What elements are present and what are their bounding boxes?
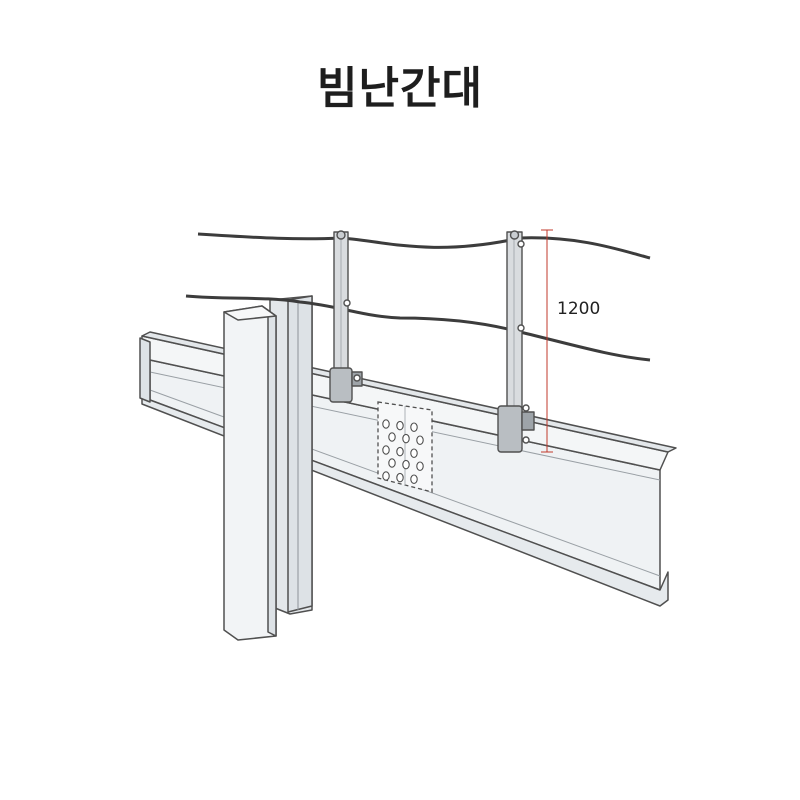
bolt — [382, 445, 390, 455]
bolt — [410, 448, 418, 458]
height-label: 1200 — [557, 299, 600, 319]
height-dimension: 1200 — [541, 229, 600, 453]
left-beam-clamp — [329, 367, 363, 403]
right-guardrail-post — [506, 230, 525, 417]
bolt-group — [382, 419, 424, 484]
left-guardrail-post — [333, 230, 351, 385]
upper-rope — [197, 232, 651, 260]
bolt — [402, 433, 410, 444]
lower-rope — [185, 294, 651, 362]
bolt — [382, 471, 390, 481]
bolt — [382, 419, 390, 429]
page-title: 빔난간대 — [317, 63, 483, 114]
bolt — [410, 474, 418, 484]
bolt — [388, 432, 396, 442]
bolt — [396, 446, 404, 457]
vertical-column — [223, 295, 313, 641]
bolt — [402, 459, 410, 470]
bolt — [396, 472, 404, 483]
bolt — [396, 420, 404, 431]
bolt — [388, 458, 396, 468]
right-beam-clamp — [497, 404, 535, 453]
bolt — [416, 461, 424, 471]
bolt — [410, 422, 418, 432]
bolt — [416, 435, 424, 445]
